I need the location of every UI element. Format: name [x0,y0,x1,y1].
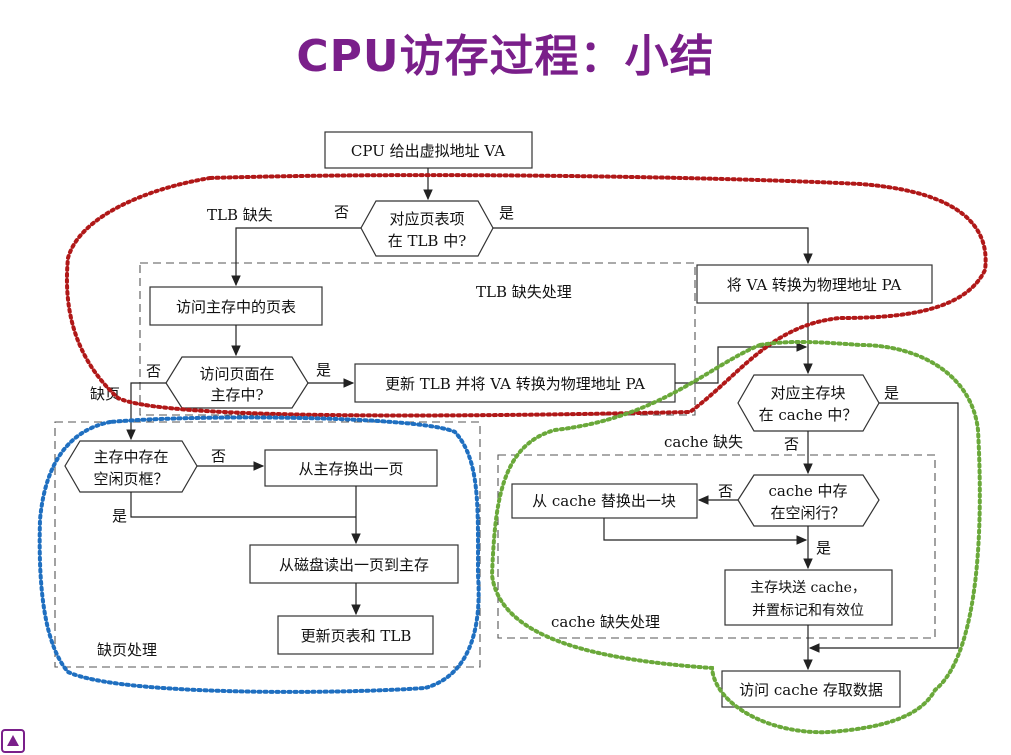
svg-text:访问 cache 存取数据: 访问 cache 存取数据 [739,681,883,699]
svg-text:访问主存中的页表: 访问主存中的页表 [176,298,296,316]
svg-text:从 cache 替换出一块: 从 cache 替换出一块 [532,492,676,510]
svg-text:更新 TLB 并将 VA 转换为物理地址 PA: 更新 TLB 并将 VA 转换为物理地址 PA [385,375,645,393]
svg-text:将 VA 转换为物理地址 PA: 将 VA 转换为物理地址 PA [727,276,902,294]
node-read-disk: 从磁盘读出一页到主存 [249,544,459,584]
label-yes-frame: 是 [112,507,127,525]
node-swap-page: 从主存换出一页 [264,449,438,487]
svg-text:访问页面在: 访问页面在 [199,365,274,383]
label-no-line: 否 [718,482,733,500]
label-no-frame: 否 [211,447,226,465]
label-yes-cache: 是 [884,384,899,402]
svg-text:主存中?: 主存中? [210,386,263,404]
svg-text:主存块送 cache，: 主存块送 cache， [750,580,866,596]
tlb-region-highlight [65,173,988,418]
svg-text:对应页表项: 对应页表项 [389,210,464,228]
node-update-page-table: 更新页表和 TLB [277,615,434,655]
label-no-tlb: 否 [334,203,349,221]
label-cache-miss-handling: cache 缺失处理 [551,613,660,631]
label-yes-page: 是 [316,361,331,379]
label-page-fault: 缺页 [90,385,120,403]
svg-text:在空闲行？: 在空闲行？ [770,504,845,522]
label-page-fault-handling: 缺页处理 [97,641,157,659]
label-yes-tlb: 是 [499,204,514,222]
label-cache-miss: cache 缺失 [664,433,743,451]
node-replace-block: 从 cache 替换出一块 [511,483,698,519]
label-no-page: 否 [146,362,161,380]
node-va-to-pa: 将 VA 转换为物理地址 PA [696,264,933,304]
decision-page-in-memory: 访问页面在 主存中? [165,356,309,409]
label-yes-line: 是 [816,539,831,557]
svg-text:在 cache 中？: 在 cache 中？ [759,406,858,424]
node-update-tlb: 更新 TLB 并将 VA 转换为物理地址 PA [354,363,676,403]
svg-text:更新页表和 TLB: 更新页表和 TLB [301,627,412,645]
decision-free-frame: 主存中存在 空闲页框？ [64,440,198,493]
connectors [126,168,959,671]
page-title: CPU访存过程：小结 [296,31,715,82]
node-access-cache: 访问 cache 存取数据 [721,670,901,708]
node-access-page-table: 访问主存中的页表 [149,286,323,326]
label-no-cache: 否 [784,435,799,453]
node-cpu-va: CPU 给出虚拟地址 VA [324,131,533,169]
svg-text:空闲页框？: 空闲页框？ [93,470,168,488]
decision-block-in-cache: 对应主存块 在 cache 中？ [737,374,880,432]
tlb-miss-group [139,262,696,416]
svg-text:CPU 给出虚拟地址 VA: CPU 给出虚拟地址 VA [351,142,505,160]
svg-text:对应主存块: 对应主存块 [770,384,845,402]
university-logo-icon [1,729,25,753]
svg-text:并置标记和有效位: 并置标记和有效位 [752,603,864,619]
svg-text:在 TLB 中?: 在 TLB 中? [388,232,467,250]
label-tlb-miss-handling: TLB 缺失处理 [476,283,572,301]
decision-free-line: cache 中存 在空闲行？ [737,474,880,527]
cache-region-highlight [489,339,982,735]
page-fault-region-highlight [37,415,481,694]
page-fault-group [54,421,481,668]
svg-text:从磁盘读出一页到主存: 从磁盘读出一页到主存 [279,556,429,574]
decision-tlb-hit: 对应页表项 在 TLB 中? [360,200,494,257]
svg-text:从主存换出一页: 从主存换出一页 [298,460,403,478]
svg-text:cache 中存: cache 中存 [768,482,847,500]
svg-text:主存中存在: 主存中存在 [93,448,168,466]
label-tlb-miss: TLB 缺失 [207,206,273,224]
cache-miss-group [497,454,936,639]
node-send-block: 主存块送 cache， 并置标记和有效位 [724,569,893,626]
